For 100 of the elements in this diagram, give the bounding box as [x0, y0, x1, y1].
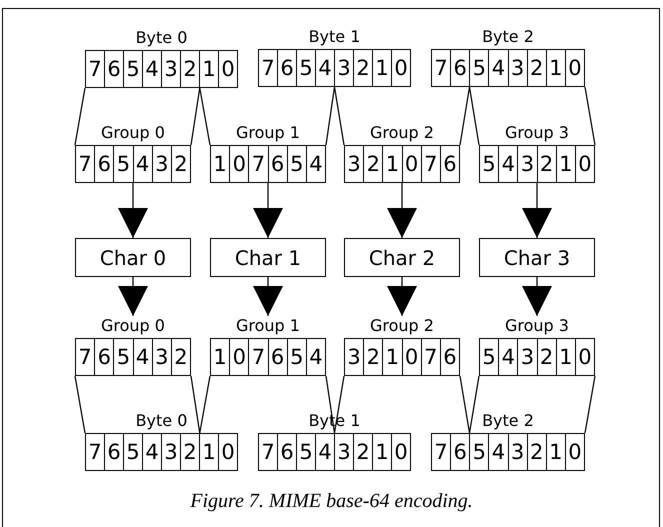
bit-cell: 4: [142, 433, 162, 471]
bit-cell: 7: [248, 145, 269, 183]
bit-cell: 3: [344, 145, 364, 183]
register-heading: Group 2: [370, 316, 434, 335]
register-heading: Byte 0: [136, 411, 188, 430]
bit-register: [85, 28, 238, 88]
bit-cell: 6: [104, 50, 124, 88]
bit-cell: 3: [161, 433, 181, 471]
bit-cell: 2: [180, 50, 200, 88]
arrow: [387, 277, 417, 316]
mapping-line: [199, 376, 211, 434]
bit-cell: 1: [382, 145, 403, 183]
bit-register: [210, 316, 326, 376]
register-heading: Byte 0: [136, 28, 188, 47]
mapping-line: [74, 376, 86, 434]
bit-cell: 4: [488, 433, 508, 471]
bit-cell: 4: [498, 338, 518, 376]
bit-cell: 1: [199, 50, 219, 88]
bit-cell: 4: [315, 49, 335, 87]
figure-caption: Figure 7. MIME base-64 encoding.: [189, 490, 474, 513]
bit-cell: 5: [469, 433, 490, 471]
bit-cell: 2: [363, 145, 384, 183]
bit-cell: 7: [431, 49, 452, 87]
bit-cell: 0: [229, 338, 250, 376]
bit-cell: 7: [85, 50, 105, 88]
bit-cell: 7: [85, 433, 105, 471]
mapping-line: [584, 86, 596, 146]
register-heading: Group 1: [236, 123, 300, 142]
bit-cell: 4: [306, 338, 326, 376]
arrow: [522, 183, 552, 238]
bit-cell: 1: [382, 338, 403, 376]
register-heading: Byte 2: [482, 27, 534, 46]
bit-cell: 3: [152, 145, 172, 183]
bit-cell: 4: [315, 433, 335, 471]
register-heading: Group 1: [236, 316, 300, 335]
bit-register: [344, 123, 460, 183]
bit-cell: 7: [75, 338, 96, 376]
bit-cell: 7: [258, 433, 278, 471]
bit-cell: 1: [546, 49, 566, 87]
bit-cell: 1: [372, 433, 392, 471]
bit-register: [344, 316, 460, 376]
bit-cell: 0: [218, 50, 238, 88]
register-heading: Group 2: [370, 123, 434, 142]
bit-register: [431, 27, 585, 87]
bit-cell: 4: [132, 338, 153, 376]
arrow: [118, 277, 148, 316]
bit-cell: 2: [536, 338, 557, 376]
bit-cell: 4: [132, 145, 153, 183]
bit-cell: 4: [488, 49, 508, 87]
bit-register: [479, 123, 595, 183]
bit-cell: 5: [123, 433, 143, 471]
bit-cell: 7: [258, 49, 278, 87]
bit-cell: 4: [142, 50, 162, 88]
bit-cell: 1: [372, 49, 392, 87]
char-box: Char 3: [479, 238, 595, 277]
bit-cell: 3: [344, 338, 364, 376]
bit-cell: 4: [306, 145, 326, 183]
bit-cell: 7: [420, 145, 441, 183]
bit-cell: 1: [210, 338, 230, 376]
bit-cell: 5: [296, 433, 316, 471]
bit-cell: 3: [334, 433, 354, 471]
bit-register: [258, 411, 411, 471]
mapping-line: [584, 376, 596, 434]
arrow: [253, 277, 283, 316]
bit-register: [75, 316, 191, 376]
bit-cell: 5: [479, 145, 500, 183]
mapping-line: [468, 376, 480, 434]
bit-cell: 6: [450, 49, 470, 87]
register-heading: Group 3: [505, 123, 569, 142]
bit-cell: 6: [450, 433, 470, 471]
mapping-line: [325, 86, 336, 146]
bit-register: [431, 411, 585, 471]
bit-cell: 0: [229, 145, 250, 183]
bit-cell: 6: [94, 338, 114, 376]
bit-cell: 7: [420, 338, 441, 376]
register-heading: Group 0: [101, 123, 165, 142]
bit-cell: 6: [440, 338, 460, 376]
bit-cell: 5: [479, 338, 500, 376]
register-heading: Group 3: [505, 316, 569, 335]
mapping-line: [74, 88, 86, 146]
bit-cell: 3: [334, 49, 354, 87]
bit-cell: 7: [75, 145, 96, 183]
bit-cell: 7: [431, 433, 452, 471]
bit-cell: 0: [574, 145, 596, 183]
bit-register: [258, 27, 411, 87]
bit-cell: 1: [199, 433, 219, 471]
char-box: Char 1: [210, 238, 326, 277]
bit-cell: 3: [508, 433, 528, 471]
bit-cell: 5: [113, 145, 134, 183]
bit-cell: 5: [296, 49, 316, 87]
mapping-line: [468, 86, 480, 146]
bit-cell: 7: [248, 338, 269, 376]
register-heading: Byte 2: [482, 411, 534, 430]
mapping-line: [199, 88, 211, 146]
bit-cell: 6: [104, 433, 124, 471]
bit-cell: 3: [508, 49, 528, 87]
bit-cell: 6: [440, 145, 460, 183]
bit-register: [85, 411, 238, 471]
bit-cell: 6: [277, 433, 297, 471]
bit-register: [479, 316, 595, 376]
